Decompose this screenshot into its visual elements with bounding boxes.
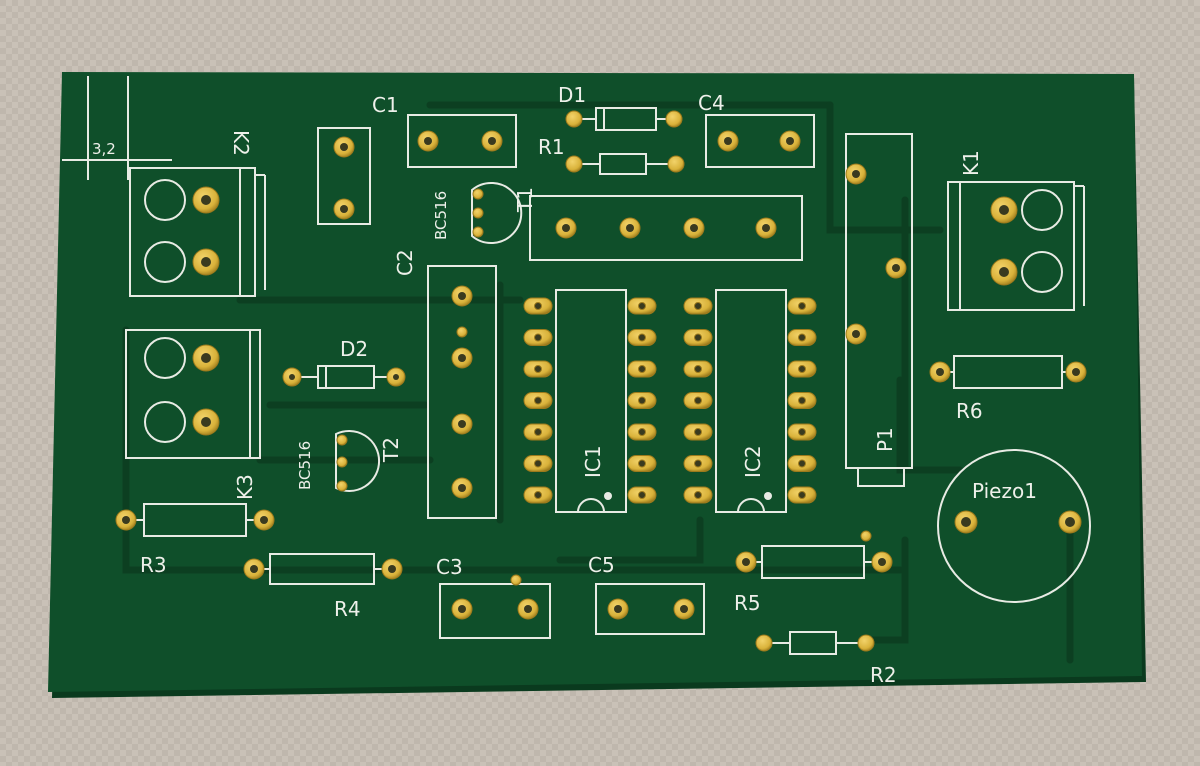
- ic-pad-hole: [534, 491, 542, 499]
- ic-pad-hole: [534, 365, 542, 373]
- ic-pad-hole: [798, 396, 806, 405]
- ic-pad-hole: [638, 459, 646, 468]
- ic-pad-hole: [638, 491, 646, 499]
- r1-label: R1: [538, 135, 565, 159]
- ic-pad-hole: [694, 302, 702, 310]
- ic-pad-hole: [638, 428, 646, 436]
- ic-pad-hole: [638, 365, 646, 373]
- r2-label: R2: [870, 663, 897, 687]
- c1-label: C1: [372, 93, 399, 117]
- ic-pad-hole: [638, 333, 646, 342]
- ic-pad-hole: [534, 302, 542, 310]
- ic2-pin1-dot: [764, 492, 772, 500]
- t2-label: T2: [379, 437, 403, 463]
- ic-pad-hole: [534, 428, 542, 436]
- ic-pad-hole: [798, 491, 806, 499]
- c3-label: C3: [436, 555, 463, 579]
- c2-label: C2: [393, 249, 417, 276]
- r5-label: R5: [734, 591, 761, 615]
- ic-pad-hole: [694, 491, 702, 499]
- r6-label: R6: [956, 399, 983, 423]
- bc516-t2-label: BC516: [296, 441, 314, 490]
- ic1-pin1-dot: [604, 492, 612, 500]
- pad-holes: [122, 137, 1080, 613]
- ic-pad-hole: [694, 428, 702, 436]
- ic-pad-hole: [694, 459, 702, 468]
- dimension-label: 3,2: [92, 140, 116, 158]
- bc516-t1-label: BC516: [432, 191, 450, 240]
- ic-pad-hole: [638, 396, 646, 405]
- r3-label: R3: [140, 553, 167, 577]
- k1-label: K1: [959, 150, 983, 176]
- ic-pad-hole: [694, 365, 702, 373]
- c4-label: C4: [698, 91, 725, 115]
- ic2-label: IC2: [741, 445, 765, 478]
- t1-label: T1: [513, 187, 537, 213]
- ic-pad-hole: [534, 333, 542, 342]
- ic-pad-hole: [798, 333, 806, 342]
- k3-label: K3: [233, 474, 257, 500]
- ic-pad-hole: [798, 302, 806, 310]
- ic-pad-hole: [534, 459, 542, 468]
- p1-label: P1: [873, 427, 897, 452]
- ic-pad-hole: [798, 459, 806, 468]
- d2-label: D2: [340, 337, 368, 361]
- ic-pad-hole: [534, 396, 542, 405]
- ic-pads: [523, 297, 817, 504]
- piezo-label: Piezo1: [972, 479, 1037, 503]
- ic-pad-hole: [798, 428, 806, 436]
- r4-label: R4: [334, 597, 361, 621]
- ic-pad-hole: [694, 396, 702, 405]
- d1-label: D1: [558, 83, 586, 107]
- ic-pad-hole: [638, 302, 646, 310]
- ic-pad-hole: [798, 365, 806, 373]
- k2-label: K2: [229, 130, 253, 156]
- c5-label: C5: [588, 553, 615, 577]
- ic-pad-hole: [694, 333, 702, 342]
- ic1-label: IC1: [581, 445, 605, 478]
